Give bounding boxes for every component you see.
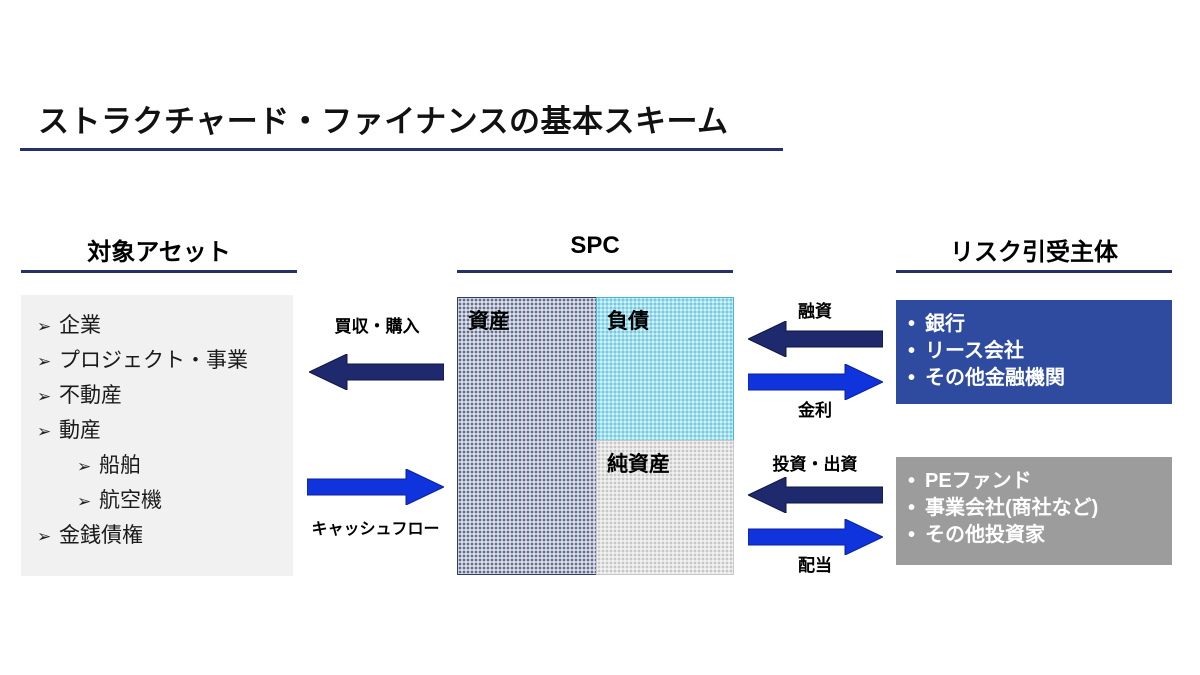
- bullet-arrow-icon: ➢: [37, 317, 52, 336]
- list-item: ➢ 動産: [37, 414, 287, 449]
- column-underline-spc: [457, 270, 733, 273]
- bullet-dot-icon: •: [908, 497, 916, 519]
- flow-label-acquire: 買収・購入: [334, 317, 420, 336]
- list-item: • その他金融機関: [908, 365, 1172, 392]
- bullet-dot-icon: •: [908, 524, 916, 546]
- column-underline-risk: [896, 270, 1172, 273]
- list-item-label: 事業会社(商社など): [925, 497, 1099, 519]
- list-item: ➢ プロジェクト・事業: [37, 344, 287, 379]
- flow-arrow-loan-left: [748, 321, 883, 357]
- flow-label-dividend: 配当: [798, 556, 832, 575]
- list-item-sub: ➢ 航空機: [37, 484, 287, 519]
- flow-arrow-cashflow-right: [307, 469, 444, 505]
- list-item-label: プロジェクト・事業: [59, 349, 248, 372]
- list-item: ➢ 不動産: [37, 379, 287, 414]
- list-item: ➢ 企業: [37, 309, 287, 344]
- list-item: ➢ 金銭債権: [37, 519, 287, 554]
- list-item-label: 船舶: [99, 454, 141, 477]
- flow-label-interest: 金利: [798, 401, 832, 420]
- balance-sheet-liabilities-label: 負債: [607, 310, 649, 333]
- column-header-spc: SPC: [570, 232, 620, 259]
- flow-arrow-interest-right: [748, 364, 883, 400]
- bullet-dot-icon: •: [908, 313, 916, 335]
- bullet-arrow-icon: ➢: [37, 527, 52, 546]
- list-item: • PEファンド: [908, 468, 1172, 495]
- balance-sheet-equity-label: 純資産: [607, 453, 670, 476]
- bullet-dot-icon: •: [908, 367, 916, 389]
- list-item-label: 銀行: [925, 313, 965, 335]
- list-item-sub: ➢ 船舶: [37, 449, 287, 484]
- list-item-label: 金銭債権: [59, 524, 143, 547]
- list-item-label: 不動産: [59, 384, 122, 407]
- balance-sheet-assets-label: 資産: [468, 310, 510, 333]
- column-header-risk: リスク引受主体: [950, 239, 1118, 266]
- balance-sheet-liabilities-block: 負債: [596, 297, 734, 441]
- flow-arrow-acquire-left: [309, 354, 444, 390]
- asset-list-box: ➢ 企業 ➢ プロジェクト・事業 ➢ 不動産 ➢ 動産 ➢ 船舶 ➢ 航空機: [21, 295, 293, 576]
- list-item: • リース会社: [908, 338, 1172, 365]
- balance-sheet-equity-block: 純資産: [596, 440, 734, 575]
- flow-arrow-dividend-right: [748, 519, 883, 555]
- flow-label-loan: 融資: [798, 302, 832, 321]
- list-item-label: 航空機: [99, 489, 162, 512]
- list-item: • 銀行: [908, 311, 1172, 338]
- bullet-arrow-icon: ➢: [77, 492, 92, 511]
- flow-label-cashflow: キャッシュフロー: [311, 521, 440, 538]
- list-item: • 事業会社(商社など): [908, 495, 1172, 522]
- flow-arrow-investment-left: [748, 477, 883, 513]
- list-item-label: その他金融機関: [925, 367, 1065, 389]
- asset-list: ➢ 企業 ➢ プロジェクト・事業 ➢ 不動産 ➢ 動産 ➢ 船舶 ➢ 航空機: [37, 309, 287, 554]
- flow-label-investment: 投資・出資: [772, 455, 858, 474]
- list-item-label: リース会社: [925, 340, 1024, 362]
- lenders-box: • 銀行 • リース会社 • その他金融機関: [896, 300, 1172, 404]
- spc-balance-sheet: 資産 負債 純資産: [457, 297, 734, 575]
- list-item-label: その他投資家: [925, 524, 1045, 546]
- bullet-arrow-icon: ➢: [37, 352, 52, 371]
- bullet-dot-icon: •: [908, 470, 916, 492]
- list-item-label: PEファンド: [925, 470, 1032, 492]
- list-item-label: 動産: [59, 419, 101, 442]
- bullet-arrow-icon: ➢: [37, 422, 52, 441]
- investors-box: • PEファンド • 事業会社(商社など) • その他投資家: [896, 457, 1172, 565]
- list-item: • その他投資家: [908, 522, 1172, 549]
- page-title: ストラクチャード・ファイナンスの基本スキーム: [38, 104, 729, 139]
- list-item-label: 企業: [59, 314, 101, 337]
- bullet-dot-icon: •: [908, 340, 916, 362]
- bullet-arrow-icon: ➢: [37, 387, 52, 406]
- column-header-assets: 対象アセット: [87, 239, 231, 266]
- title-underline: [20, 148, 783, 151]
- balance-sheet-assets-block: 資産: [457, 297, 597, 575]
- bullet-arrow-icon: ➢: [77, 457, 92, 476]
- column-underline-assets: [21, 270, 297, 273]
